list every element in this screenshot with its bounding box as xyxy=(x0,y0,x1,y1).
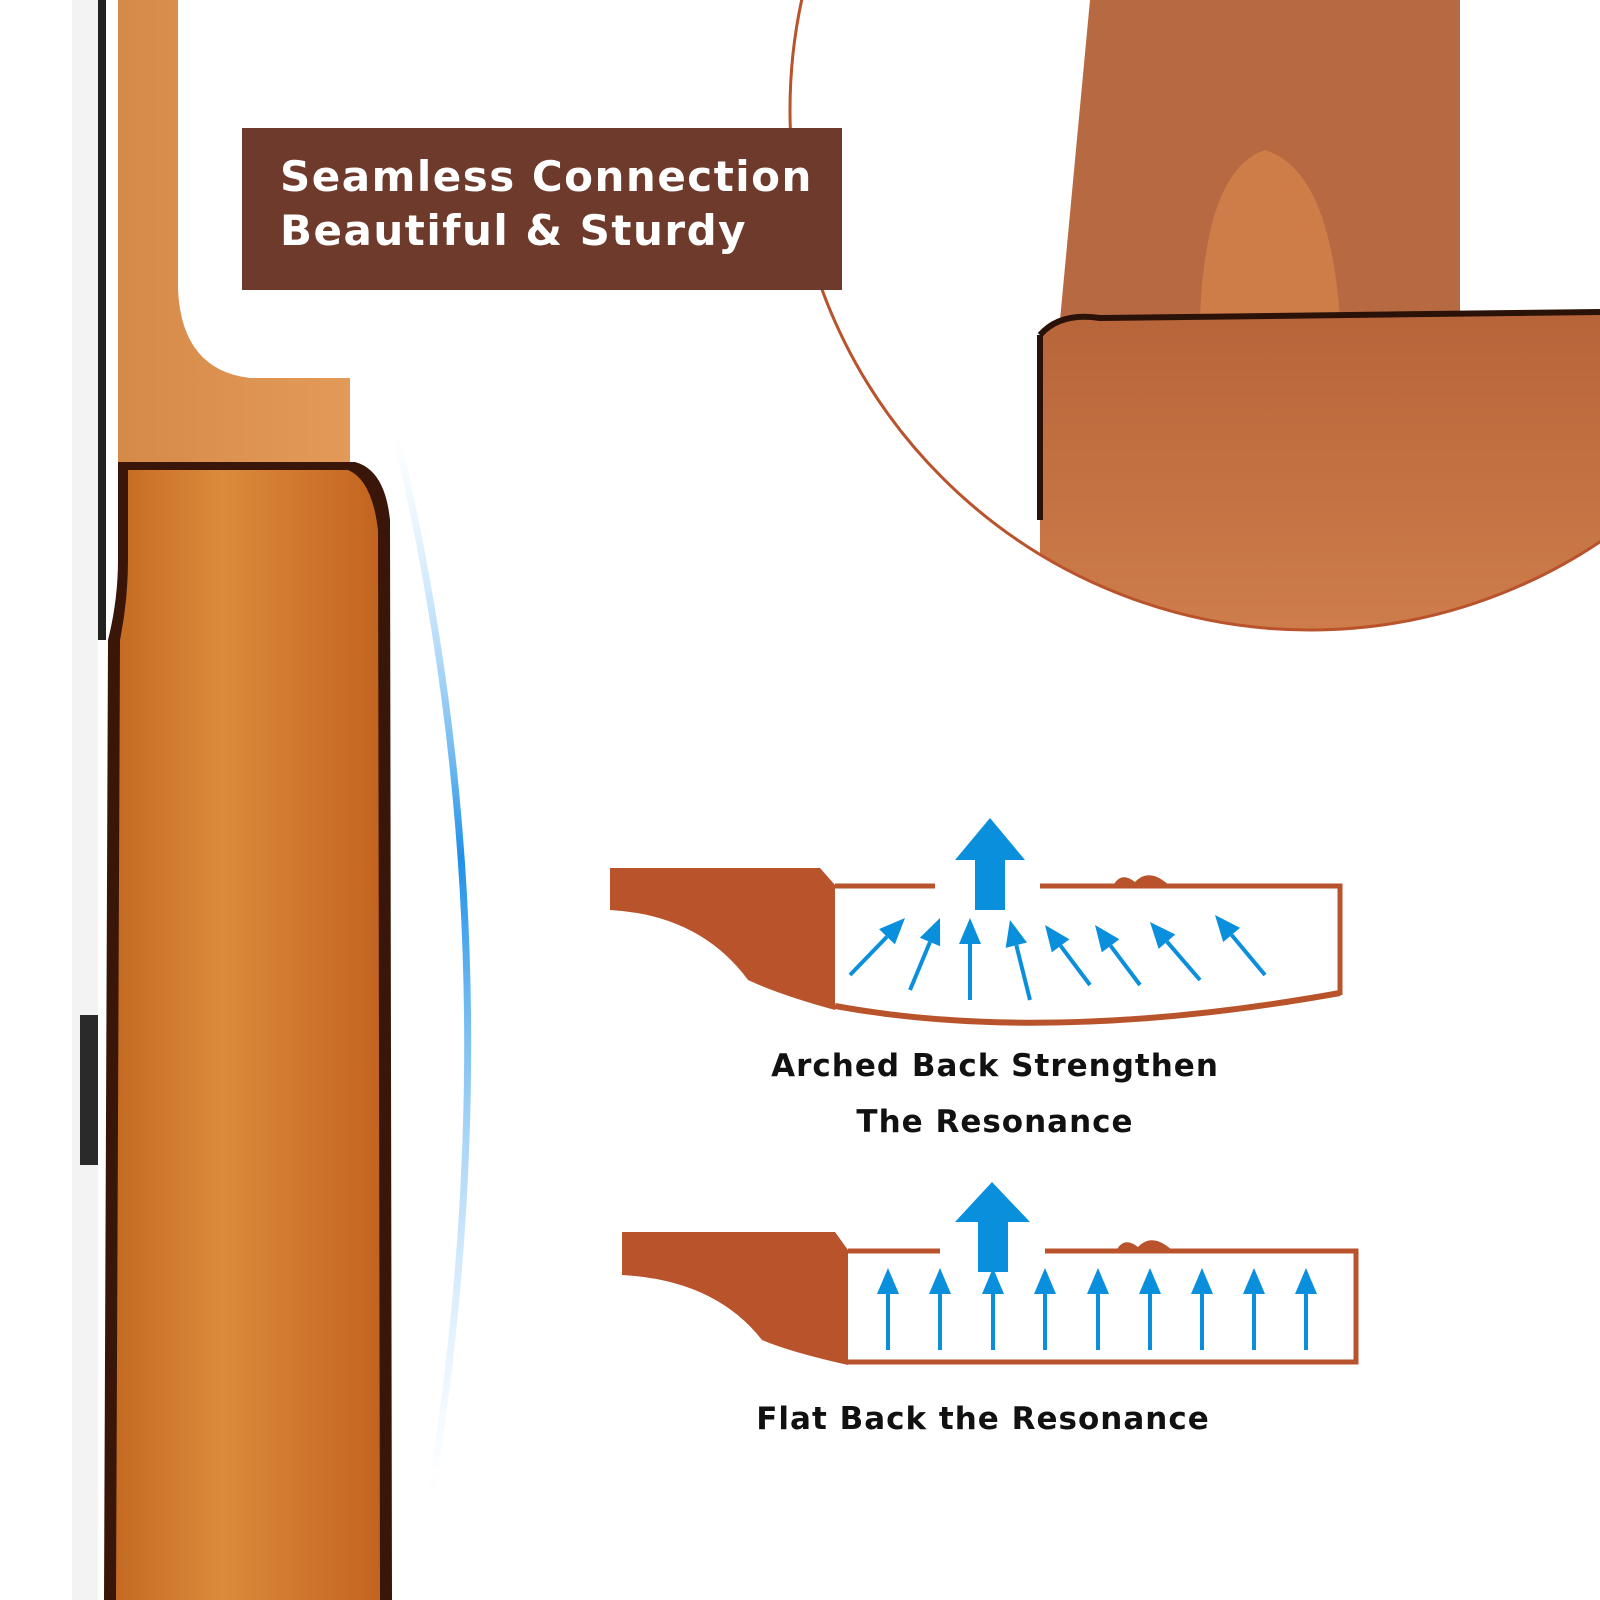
ukulele-side-view xyxy=(72,0,392,1600)
feature-banner: Seamless Connection Beautiful & Sturdy xyxy=(242,128,842,290)
neck-joint-closeup xyxy=(790,0,1600,630)
resonance-arrow xyxy=(877,1268,899,1350)
resonance-arrow xyxy=(1005,920,1032,1001)
resonance-arrow xyxy=(1243,1268,1265,1350)
resonance-arrow xyxy=(848,918,905,977)
flat-caption: Flat Back the Resonance xyxy=(756,1401,1210,1437)
arched-back-diagram xyxy=(610,818,1343,1026)
arched-caption-line-2: The Resonance xyxy=(856,1104,1134,1140)
resonance-arrow xyxy=(1295,1268,1317,1350)
resonance-arrow xyxy=(1095,925,1142,987)
resonance-arrow xyxy=(982,1268,1004,1350)
blue-arc xyxy=(391,429,472,1501)
resonance-arrow xyxy=(1045,925,1092,987)
resonance-arrow xyxy=(1034,1268,1056,1350)
resonance-arrow xyxy=(1087,1268,1109,1350)
resonance-arrow xyxy=(959,918,981,1000)
arched-caption-line-1: Arched Back Strengthen xyxy=(771,1048,1219,1084)
resonance-arrow xyxy=(1215,915,1267,977)
banner-line-2: Beautiful & Sturdy xyxy=(280,206,748,255)
banner-line-1: Seamless Connection xyxy=(280,152,813,201)
resonance-arrow xyxy=(1150,922,1202,982)
resonance-arrow xyxy=(1139,1268,1161,1350)
closeup-circle-border xyxy=(788,0,1600,632)
resonance-arrow xyxy=(929,1268,951,1350)
resonance-arrow xyxy=(1191,1268,1213,1350)
flat-back-diagram xyxy=(622,1182,1359,1365)
resonance-arrow xyxy=(908,918,941,991)
